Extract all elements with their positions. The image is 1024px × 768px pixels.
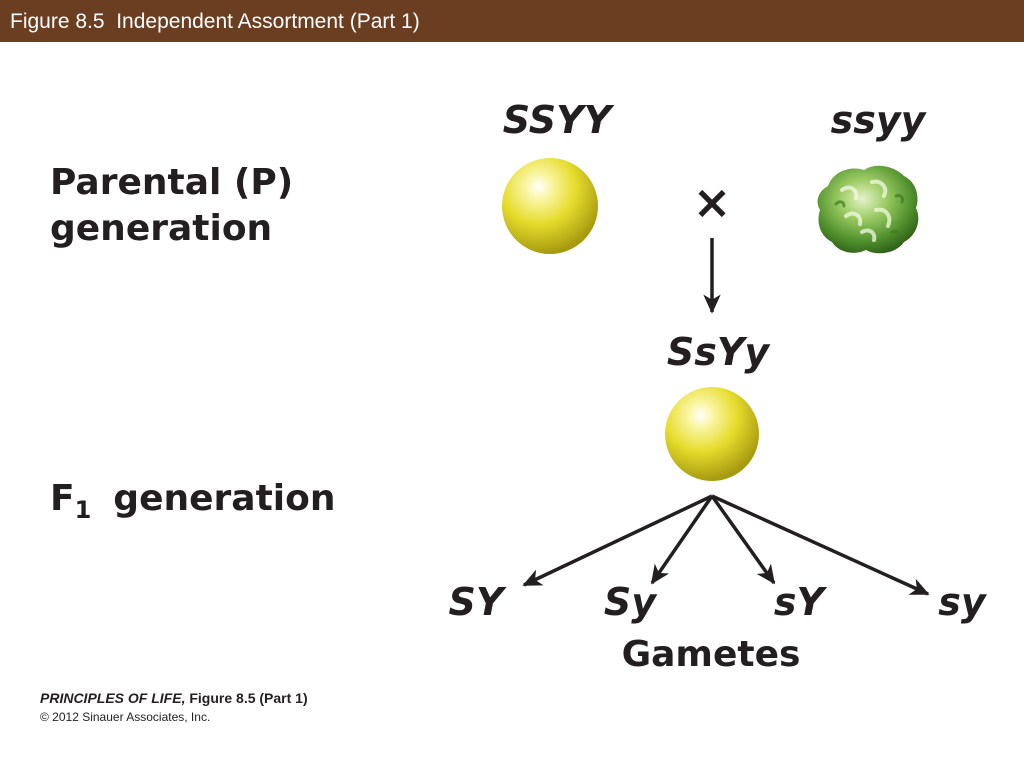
gamete-label-2: Sy [603,580,657,624]
f1-generation-label: F1 generation [50,476,335,525]
footer-source: PRINCIPLES OF LIFE, Figure 8.5 (Part 1) [40,690,308,706]
gamete-label-4: sy [938,580,986,624]
gamete-label-3: sY [773,580,825,624]
parent-genotype-right: ssyy [830,98,926,142]
f1-label-subscript: 1 [74,496,92,524]
gamete-arrow-sy-capital [650,495,714,585]
page-title: Figure 8.5 Independent Assortment (Part … [0,0,1024,42]
gamete-arrow-sy-lower-capital [710,494,776,585]
cross-symbol: × [693,175,732,229]
parental-generation-label: Parental (P) generation [50,160,293,252]
gametes-label: Gametes [621,634,801,675]
parental-label-line2: generation [50,208,273,249]
f1-genotype: SsYy [666,330,770,374]
gamete-label-1: SY [448,580,504,624]
gamete-arrow-sy-dominant [522,494,713,587]
round-yellow-seed-parent [502,158,598,254]
parental-label-line1: Parental (P) [50,162,294,203]
footer-book-title: PRINCIPLES OF LIFE, [40,690,186,706]
f1-label-letter: F [50,478,75,519]
wrinkled-green-seed-parent [817,165,919,254]
f1-label-rest: generation [113,478,336,519]
parent-genotype-left: SSYY [502,98,612,142]
footer-figure-ref: Figure 8.5 (Part 1) [189,690,308,706]
footer-copyright: © 2012 Sinauer Associates, Inc. [40,710,211,724]
round-yellow-seed-f1 [665,387,759,481]
gamete-arrow-sy-recessive [711,494,930,596]
